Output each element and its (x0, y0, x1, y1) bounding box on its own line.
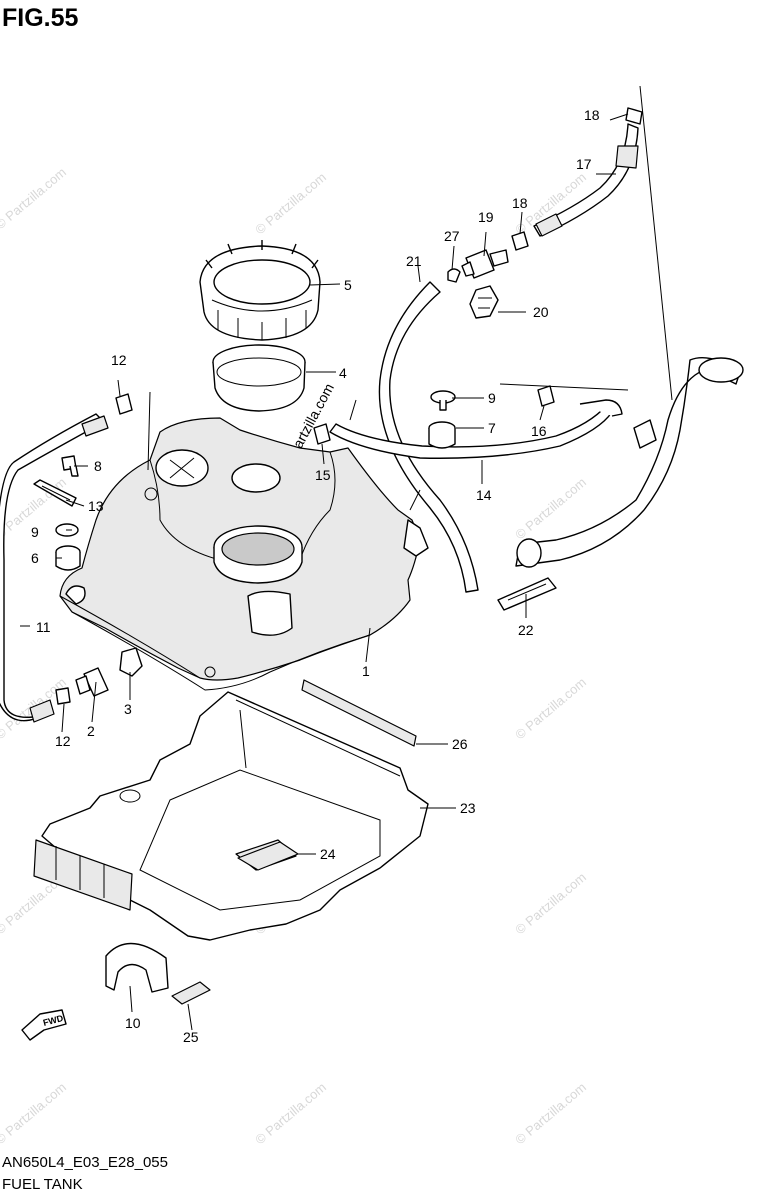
figure-code: AN650L4_E03_E28_055 (2, 1154, 168, 1171)
figure-title: FIG.55 (2, 4, 79, 32)
callout-21: 21 (406, 253, 422, 269)
leader-lines (20, 113, 629, 1031)
part-strip-26[interactable] (301, 679, 417, 747)
part-valve-19[interactable] (461, 249, 509, 279)
part-strap-13[interactable] (33, 479, 77, 507)
callout-9-left: 9 (31, 524, 39, 540)
callout-6: 6 (31, 550, 39, 566)
watermark: © Partzilla.com (0, 164, 69, 232)
callout-22: 22 (518, 622, 534, 638)
part-clamp-16[interactable] (537, 385, 555, 407)
figure-name: FUEL TANK (2, 1176, 83, 1193)
callout-1: 1 (362, 663, 370, 679)
part-clip-27[interactable] (447, 268, 461, 283)
callout-4: 4 (339, 365, 347, 381)
watermark: © Partzilla.com (0, 1079, 69, 1147)
part-lock-ring[interactable] (199, 240, 321, 341)
part-bracket-3[interactable] (119, 647, 143, 677)
callout-labels: 1 2 3 4 5 6 7 8 9 9 10 11 12 12 13 14 15… (31, 107, 600, 1045)
callout-2: 2 (87, 723, 95, 739)
callout-16: 16 (531, 423, 547, 439)
part-clamp-18a[interactable] (625, 107, 643, 125)
callout-7: 7 (488, 420, 496, 436)
callout-14: 14 (476, 487, 492, 503)
part-cushion-7[interactable] (428, 421, 456, 449)
watermark: © Partzilla.com (252, 169, 329, 237)
watermark: © Partzilla.com (512, 869, 589, 937)
callout-11: 11 (36, 619, 51, 635)
part-gasket[interactable] (212, 344, 306, 412)
callout-18-top: 18 (584, 107, 600, 123)
fwd-arrow-icon: FWD (21, 1009, 67, 1041)
watermark: © Partzilla.com (512, 1079, 589, 1147)
callout-12-top: 12 (111, 352, 127, 368)
part-cushion-9-right[interactable] (430, 390, 456, 411)
part-filler-pipe[interactable] (515, 357, 744, 568)
callout-17: 17 (576, 156, 592, 172)
callout-13: 13 (88, 498, 104, 514)
reference-lines (147, 85, 673, 511)
callout-20: 20 (533, 304, 549, 320)
callout-19: 19 (478, 209, 494, 225)
part-hose-17[interactable] (533, 123, 639, 237)
callout-15: 15 (315, 467, 331, 483)
part-clamp-15[interactable] (313, 423, 331, 445)
callout-26: 26 (452, 736, 468, 752)
part-cushion-6[interactable] (55, 545, 81, 571)
callout-5: 5 (344, 277, 352, 293)
part-pad-25[interactable] (171, 981, 211, 1005)
part-clamp-12a[interactable] (115, 393, 133, 415)
callout-27: 27 (444, 228, 460, 244)
part-hose-14[interactable] (329, 399, 623, 459)
watermark: © Partzilla.com (512, 474, 589, 542)
callout-25: 25 (183, 1029, 199, 1045)
callout-3: 3 (124, 701, 132, 717)
callout-8: 8 (94, 458, 102, 474)
part-bracket-20[interactable] (469, 285, 499, 319)
part-fuel-tank[interactable] (59, 417, 429, 691)
part-clamp-18b[interactable] (511, 231, 529, 251)
part-bracket-10[interactable] (105, 942, 169, 993)
callout-9-right: 9 (488, 390, 496, 406)
part-valve-2[interactable] (75, 667, 109, 697)
callout-10: 10 (125, 1015, 141, 1031)
watermark: © Partzilla.com (252, 1079, 329, 1147)
part-clamp-12b[interactable] (55, 687, 71, 705)
callout-18-mid: 18 (512, 195, 528, 211)
callout-12-bottom: 12 (55, 733, 71, 749)
watermark: © Partzilla.com (512, 674, 589, 742)
callout-24: 24 (320, 846, 336, 862)
part-strap-22[interactable] (497, 577, 557, 611)
part-hose-21[interactable] (378, 281, 479, 593)
part-bolt-8[interactable] (61, 455, 79, 477)
callout-23: 23 (460, 800, 476, 816)
part-hose-11[interactable] (0, 413, 109, 723)
